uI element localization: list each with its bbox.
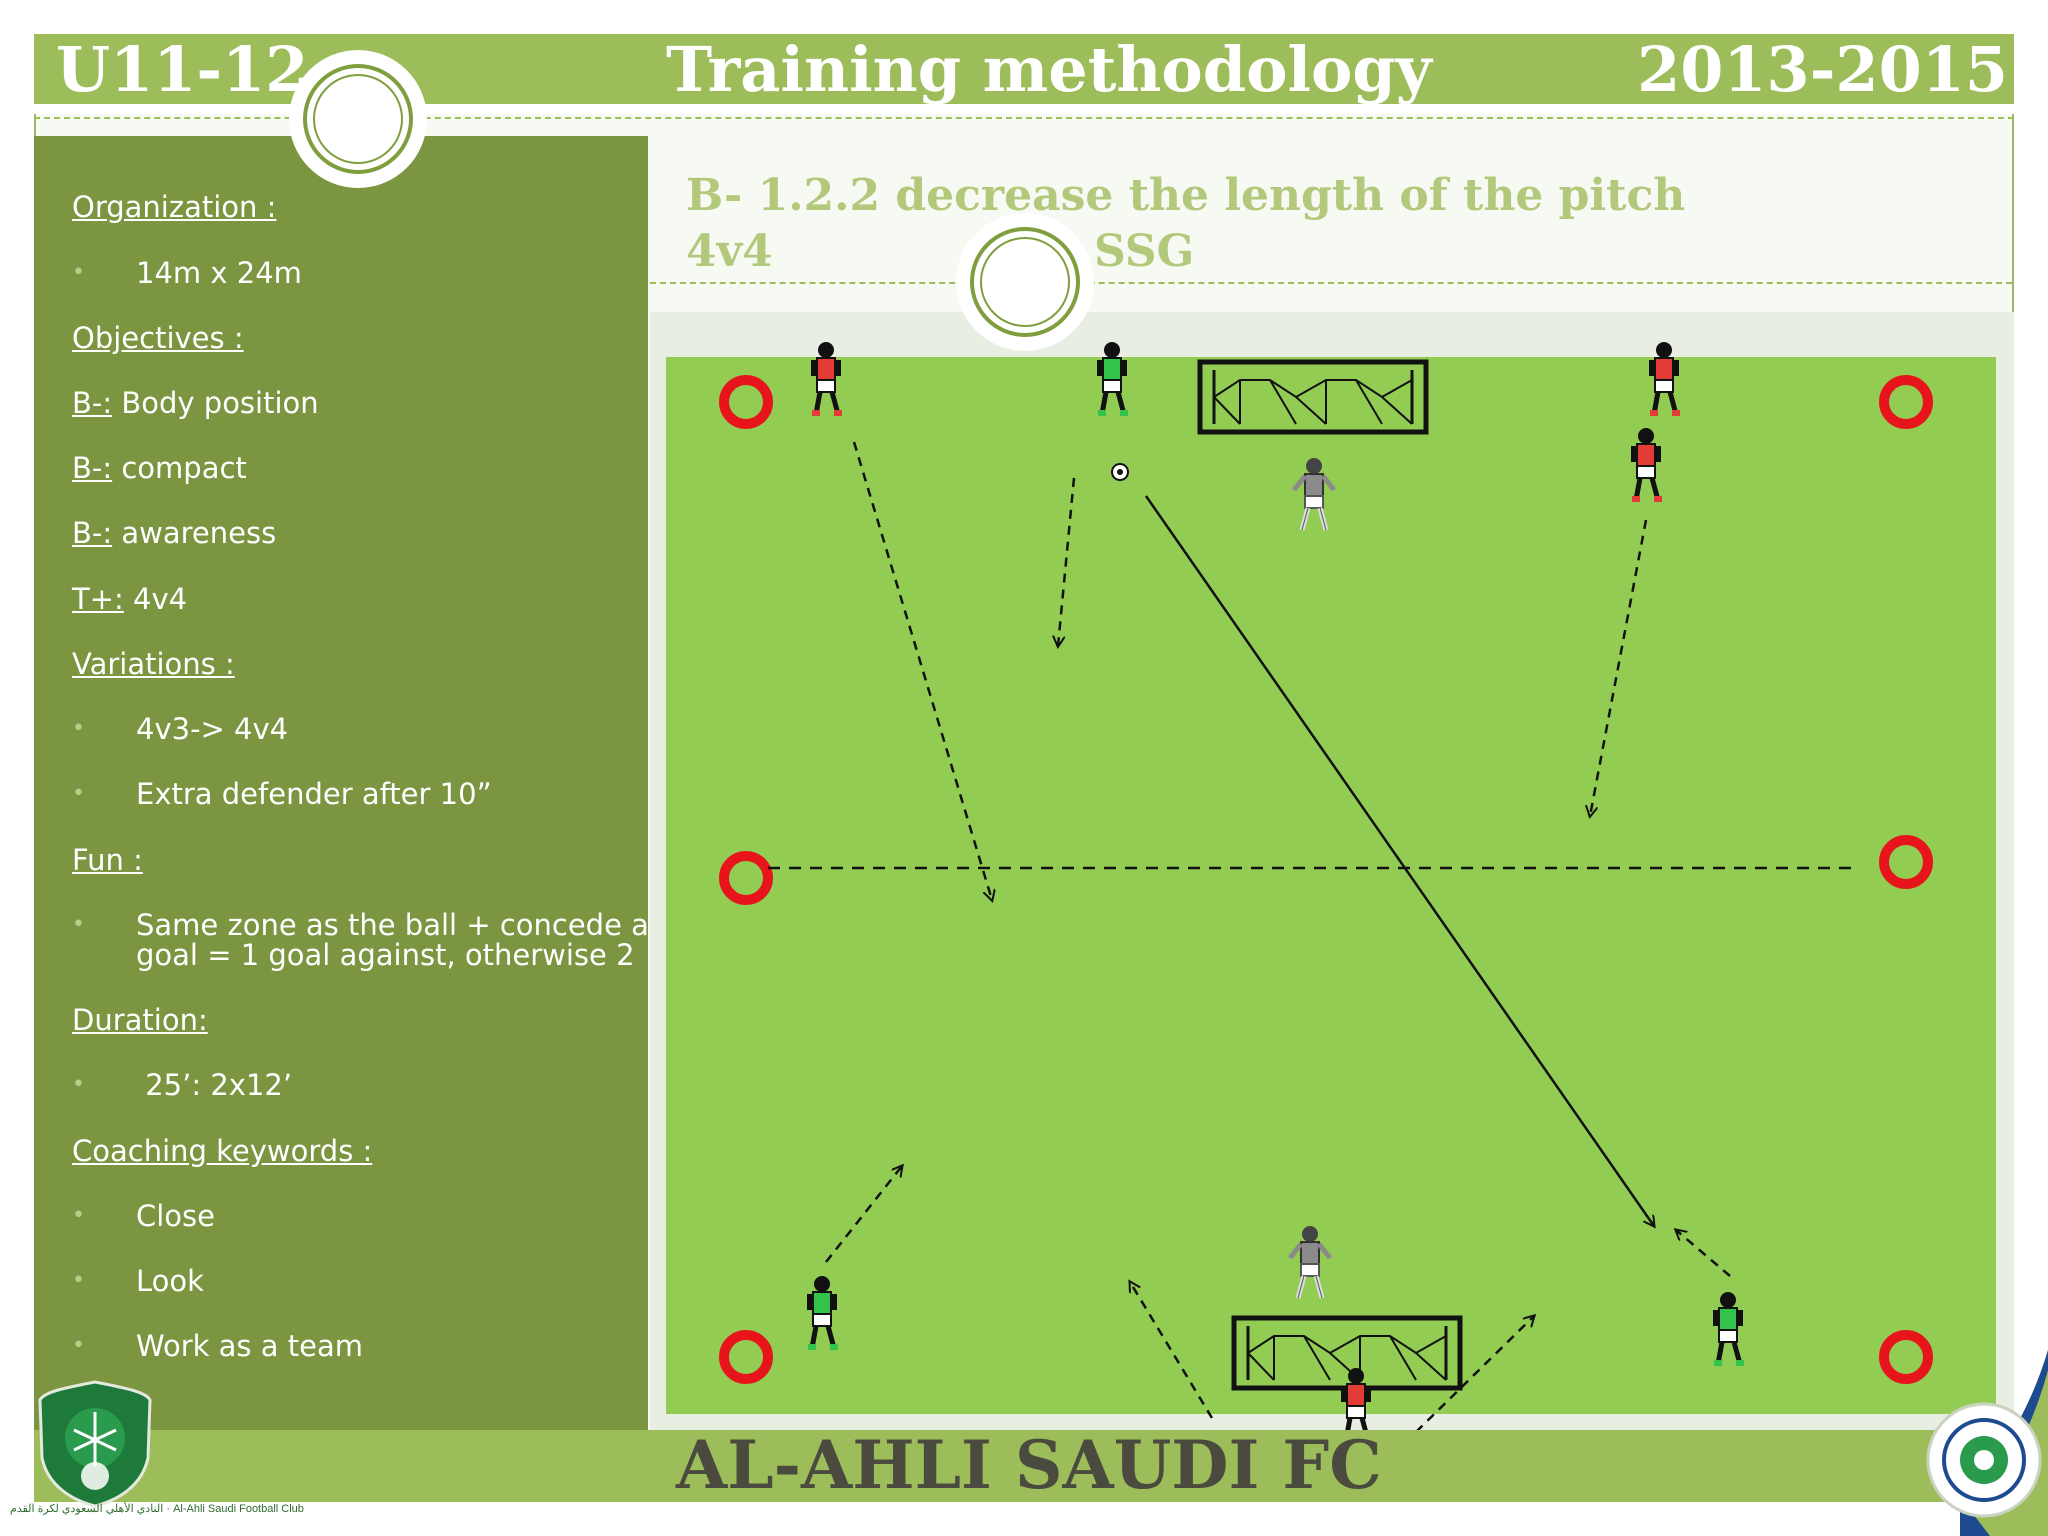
objective-item: B-: Body position [72,386,319,420]
cone-icon [719,851,773,905]
bullet-icon: • [72,716,85,741]
organization-heading: Organization : [72,190,277,224]
sidebar-panel [34,136,648,1432]
footer-banner [34,1430,2014,1502]
bullet-icon: • [72,1268,85,1293]
club-crest-caption: النادي الأهلي السعودي لكرة القدم · Al-Ah… [10,1503,304,1515]
pitch [666,357,1996,1414]
objective-item: B-: compact [72,451,247,485]
cone-icon [1879,835,1933,889]
header-divider [34,104,2014,114]
drill-type: SSG [1094,226,1195,277]
bullet-icon: • [72,1072,85,1097]
duration-heading: Duration: [72,1003,208,1037]
run-arrow [1130,1282,1214,1419]
page-title: Training methodology [666,33,1432,106]
cone-icon [1879,375,1933,429]
club-crest-logo [38,1380,152,1508]
bullet-icon: • [72,1203,85,1228]
drill-title: B- 1.2.2 decrease the length of the pitc… [686,170,1686,221]
header-dashed-line [34,117,2014,119]
run-arrow [1590,519,1648,816]
team-age-label: U11-12 [56,33,309,106]
season-label: 2013-2015 [1637,33,2008,106]
cone-icon [1879,1330,1933,1384]
bullet-icon: • [72,781,85,806]
ball-icon [1111,463,1129,481]
subtitle-circle-icon [956,213,1094,351]
cone-icon [719,375,773,429]
run-arrow [825,1166,902,1263]
run-arrow [1676,1230,1731,1277]
club-name: AL-AHLI SAUDI FC [676,1426,1382,1504]
fun-heading: Fun : [72,843,143,877]
objectives-heading: Objectives : [72,321,244,355]
header-circle-icon [289,50,427,188]
objective-item: B-: awareness [72,516,277,550]
bullet-icon: • [72,912,85,937]
academy-badge-logo [1926,1402,2042,1518]
variations-heading: Variations : [72,647,235,681]
run-arrow [1058,477,1076,646]
drill-format: 4v4 [686,226,773,277]
subtitle-dashed-line [650,282,2012,284]
bullet-icon: • [72,260,85,285]
coaching-heading: Coaching keywords : [72,1134,373,1168]
bullet-icon: • [72,1333,85,1358]
cone-icon [719,1330,773,1384]
run-arrow [1415,1316,1534,1433]
objective-item: T+: 4v4 [72,582,188,616]
pass-arrow [1144,495,1654,1226]
